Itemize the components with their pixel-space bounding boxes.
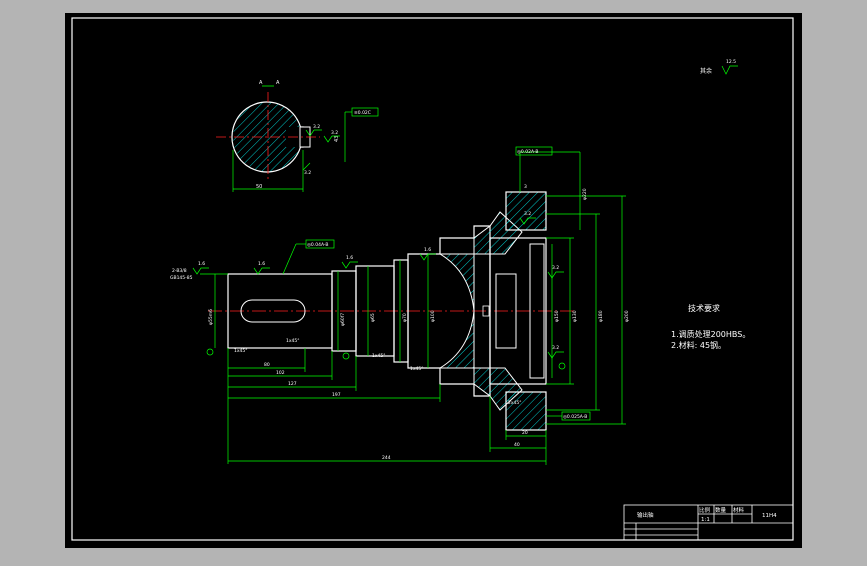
len-3: 3 <box>524 184 527 190</box>
gear-bore <box>495 273 517 349</box>
len-102: 102 <box>276 370 285 376</box>
section-label-right: A <box>276 80 280 86</box>
leader-line <box>282 243 297 275</box>
chamfer-note-2: GB145-85 <box>170 275 193 281</box>
chamfer-b: 1x45° <box>286 338 300 344</box>
drawing-border <box>71 17 794 541</box>
tolerance-frame <box>561 411 591 421</box>
roughness-symbol <box>519 217 536 225</box>
len-127: 127 <box>288 381 297 387</box>
shaft-view <box>208 191 575 431</box>
len-80: 80 <box>264 362 270 368</box>
center-hole <box>482 305 490 317</box>
tolerance-frame <box>515 146 553 156</box>
tolerance-frame <box>305 239 335 249</box>
roughness-c: 1.6 <box>346 255 353 261</box>
tolerance-right-top: ◎0.02A-B <box>517 149 538 155</box>
len-40: 40 <box>514 442 520 448</box>
tech-line-2: 2.材料: 45钢。 <box>671 340 726 350</box>
title-block-text: 输出轴 比例 数量 材料 1:1 11H4 <box>637 506 777 523</box>
section-roughness-a: 3.2 <box>313 124 320 130</box>
diam-9: φ200 <box>624 310 630 322</box>
keyway-slot <box>240 299 306 323</box>
roughness-symbol <box>305 129 322 137</box>
datum-marks <box>206 348 566 370</box>
datum-b <box>342 352 350 360</box>
title-scale: 1:1 <box>701 517 710 523</box>
rest-roughness-label: 其余 <box>700 67 712 75</box>
section-roughness-b: 3.2 <box>331 130 338 136</box>
section-outline <box>231 101 304 173</box>
diam-10: φ220 <box>582 188 588 200</box>
diam-5: φ100 <box>430 310 436 322</box>
section-tolerance: ≡0.02C <box>354 110 371 116</box>
gear-face <box>529 243 545 379</box>
section-depth-dim: 43 <box>334 136 340 142</box>
roughness-symbol <box>323 135 340 143</box>
diam-7: φ130 <box>572 310 578 322</box>
diam-6: φ150 <box>554 310 560 322</box>
technical-requirements: 技术要求 1.调质处理200HBS。 2.材料: 45钢。 <box>671 303 750 350</box>
tolerance-top: ◎0.04A-B <box>307 242 328 248</box>
drawing-number: 11H4 <box>762 513 777 519</box>
len-197: 197 <box>332 392 341 398</box>
roughness-symbol <box>253 267 270 275</box>
roughness-symbol <box>547 351 564 359</box>
section-width-dim: 50 <box>256 184 262 190</box>
tolerance-right-bottom: ◎0.025A-B <box>563 414 587 420</box>
tolerance-frame <box>351 107 379 117</box>
title-col-1: 比例 <box>699 506 711 514</box>
dimension-texts: 2-B3/8 GB145-85 1.6 1.6 1.6 1.6 3.2 3.2 … <box>170 149 630 461</box>
diam-2: φ60f7 <box>340 313 346 326</box>
len-244: 244 <box>382 455 391 461</box>
len-20: 20 <box>522 430 528 436</box>
roughness-d: 1.6 <box>424 247 431 253</box>
hub-hatch <box>438 253 475 369</box>
rest-roughness-symbol <box>721 65 738 75</box>
gear-ring-top <box>505 191 547 231</box>
datum-a <box>206 348 214 356</box>
title-col-2: 数量 <box>715 506 727 514</box>
gear-body <box>489 237 547 385</box>
section-label-left: A <box>259 80 263 86</box>
part-name: 输出轴 <box>637 511 654 519</box>
diam-4: φ70 <box>402 313 408 322</box>
chamfer-c: 1x45° <box>372 353 386 359</box>
roughness-b: 1.6 <box>258 261 265 267</box>
diam-3: φ65 <box>370 313 376 322</box>
tech-title: 技术要求 <box>688 303 720 313</box>
title-col-3: 材料 <box>733 506 745 514</box>
roughness-symbol <box>341 261 358 269</box>
roughness-f: 3.2 <box>552 345 559 351</box>
diam-1: φ55m6 <box>208 309 214 325</box>
chamfer-e: 2x45° <box>508 400 522 406</box>
roughness-symbol <box>419 253 436 261</box>
section-roughness-c: 3.2 <box>304 170 311 176</box>
section-view: A A 50 43 3.2 3.2 3.2 ≡0.02C <box>216 80 379 192</box>
roughness-e: 3.2 <box>552 265 559 271</box>
datum-c <box>558 362 566 370</box>
chamfer-d: 1x45° <box>410 366 424 372</box>
rest-roughness-value: 12.5 <box>726 59 736 65</box>
roughness-g: 3.2 <box>524 211 531 217</box>
title-block <box>623 504 794 541</box>
roughness-top: 1.6 <box>198 261 205 267</box>
tech-line-1: 1.调质处理200HBS。 <box>671 329 750 339</box>
title-block-frame <box>623 504 794 541</box>
roughness-symbol <box>547 271 564 279</box>
leader-line <box>302 162 311 171</box>
roughness-symbol <box>192 267 209 275</box>
gear-ring-bottom <box>505 391 547 431</box>
dimensions <box>192 65 738 465</box>
chamfer-note: 2-B3/8 <box>172 268 187 274</box>
diam-8: φ180 <box>598 310 604 322</box>
chamfer-a: 1x45° <box>234 348 248 354</box>
drawing-sheet <box>65 13 802 548</box>
